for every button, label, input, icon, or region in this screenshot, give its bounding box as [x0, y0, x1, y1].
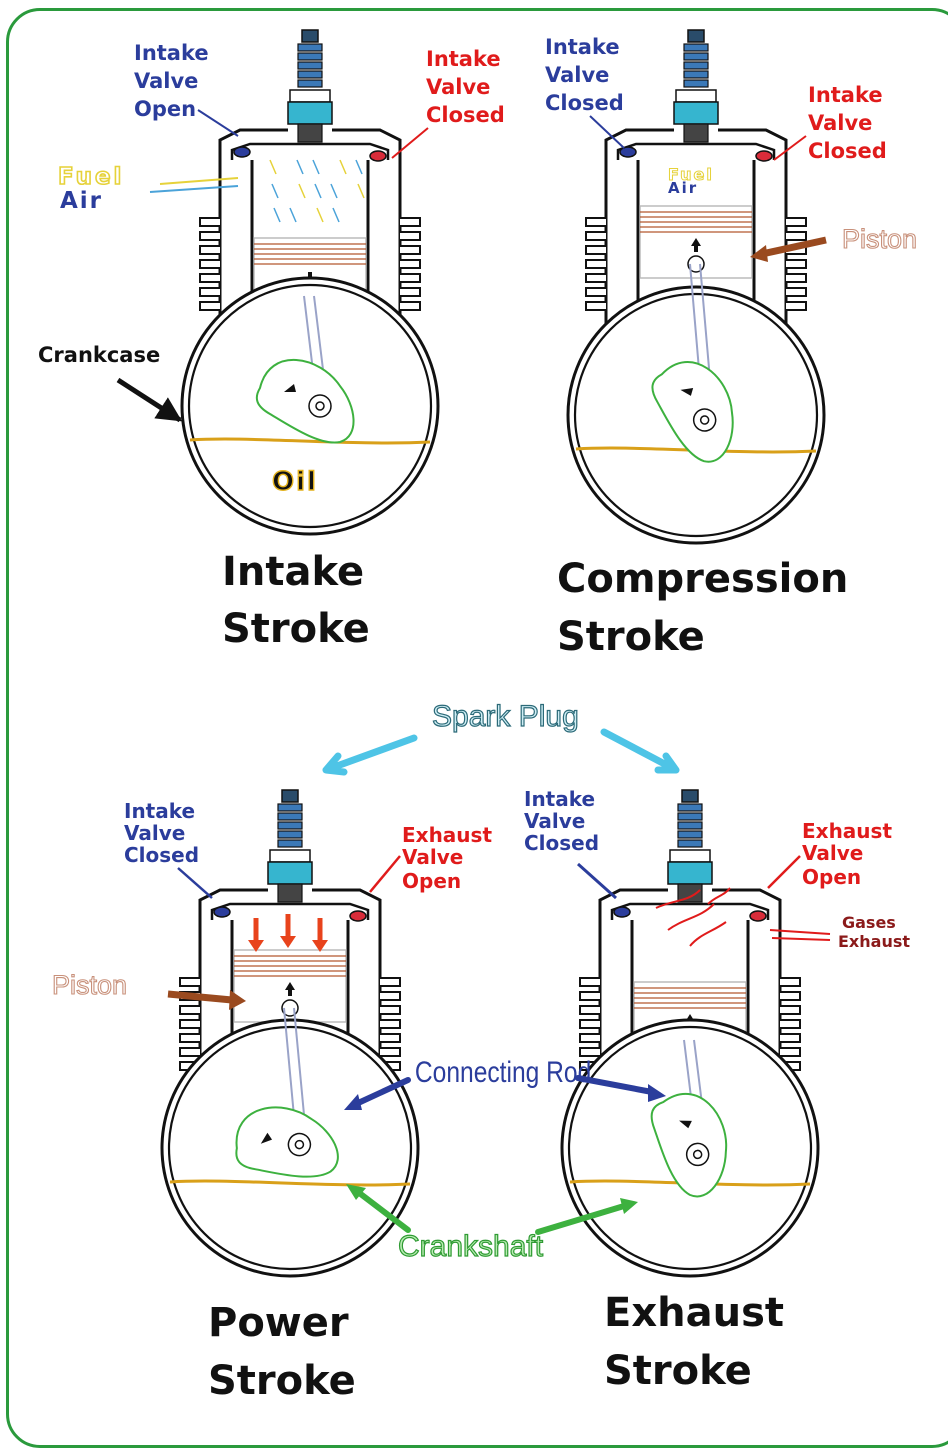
- exhaust-right-valve-pointer: [768, 856, 800, 888]
- two-stroke-engine-diagram: Intake Valve Open Intake Valve Closed Fu…: [0, 0, 948, 1414]
- power-spark-plug: [268, 790, 312, 902]
- compression-left-valve-label: Intake Valve Closed: [545, 35, 627, 115]
- compression-piston-label: Piston: [842, 224, 917, 254]
- exhaust-left-valve-pointer: [578, 864, 616, 898]
- compression-right-valve: [756, 151, 772, 161]
- fuel-air-streaks: [270, 160, 364, 222]
- compression-spark-plug: [674, 30, 718, 142]
- intake-fuel-label: Fuel: [58, 164, 124, 190]
- compression-piston: [640, 206, 752, 278]
- power-engine: [162, 790, 418, 1276]
- intake-left-valve-label: Intake Valve Open: [134, 41, 216, 121]
- power-stroke-title: Power Stroke: [208, 1300, 363, 1404]
- spark-plug-arrow-right: [604, 732, 676, 770]
- exhaust-right-valve: [750, 911, 766, 921]
- intake-spark-plug: [288, 30, 332, 142]
- intake-right-valve-pointer: [392, 128, 428, 158]
- gases-exhaust-label: Gases Exhaust: [838, 913, 910, 951]
- power-right-valve-pointer: [370, 856, 400, 892]
- intake-stroke-title: Intake Stroke: [222, 549, 378, 652]
- intake-right-valve: [370, 151, 386, 161]
- spark-plug-callout: Spark Plug: [326, 700, 676, 772]
- intake-right-valve-label: Intake Valve Closed: [426, 47, 508, 127]
- exhaust-right-valve-label: Exhaust Valve Open: [802, 819, 899, 889]
- compression-air-label: Air: [668, 179, 698, 197]
- power-piston-arrow: [168, 994, 232, 1000]
- intake-air-label: Air: [60, 188, 103, 214]
- power-piston: [234, 950, 346, 1022]
- power-right-valve: [350, 911, 366, 921]
- compression-stroke-title: Compression Stroke: [557, 556, 862, 660]
- connecting-rod-label: Connecting Rod: [415, 1055, 591, 1089]
- engine-group: [162, 30, 824, 1276]
- combustion-arrows: [248, 914, 328, 952]
- exhaust-left-valve-label: Intake Valve Closed: [524, 787, 602, 855]
- power-right-valve-label: Exhaust Valve Open: [402, 823, 499, 893]
- compression-left-valve: [620, 147, 636, 157]
- crankshaft-label: Crankshaft: [398, 1230, 544, 1263]
- crankcase-arrow: [118, 380, 180, 420]
- power-left-valve-pointer: [178, 868, 212, 898]
- oil-label: Oil: [272, 467, 318, 497]
- air-flow-line: [150, 186, 238, 192]
- spark-plug-arrow-left: [326, 738, 414, 772]
- exhaust-stroke-title: Exhaust Stroke: [604, 1290, 798, 1394]
- fuel-flow-line: [160, 178, 238, 184]
- intake-left-valve: [234, 147, 250, 157]
- power-piston-label: Piston: [52, 970, 127, 1000]
- power-left-valve-label: Intake Valve Closed: [124, 799, 202, 867]
- exhaust-left-valve: [614, 907, 630, 917]
- exhaust-engine: [562, 790, 818, 1276]
- spark-plug-label: Spark Plug: [432, 700, 579, 733]
- intake-left-valve-pointer: [198, 110, 238, 136]
- compression-right-valve-pointer: [774, 136, 806, 160]
- compression-right-valve-label: Intake Valve Closed: [808, 83, 890, 163]
- crankcase-label: Crankcase: [38, 343, 160, 367]
- power-left-valve: [214, 907, 230, 917]
- intake-engine: [182, 30, 438, 534]
- exhaust-spark-plug: [668, 790, 712, 902]
